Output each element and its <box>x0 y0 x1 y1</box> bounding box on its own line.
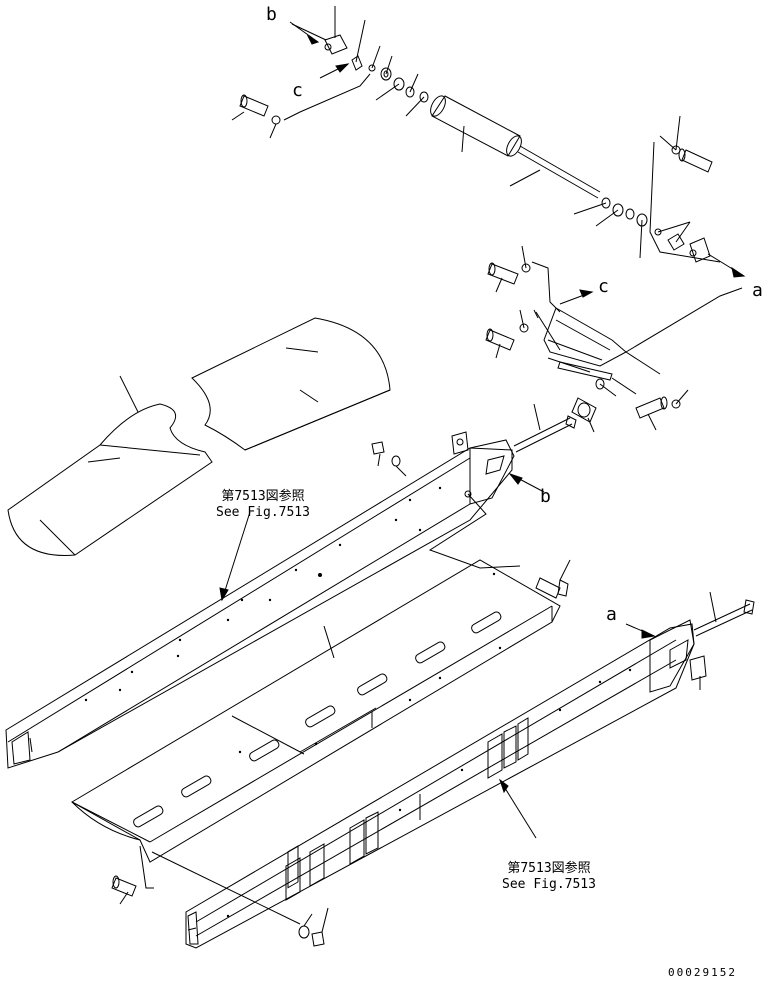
reference-upper-en: See Fig.7513 <box>216 505 310 520</box>
bracket-assembly <box>485 245 743 433</box>
roller-assembly <box>231 6 746 278</box>
callout-b-mid: b <box>540 486 551 507</box>
reference-upper-jp: 第7513図参照 <box>221 489 305 504</box>
callout-a-bottom: a <box>606 604 617 625</box>
callout-a-top: a <box>752 280 763 301</box>
callout-b-top: b <box>266 4 277 25</box>
right-side-frame <box>151 591 755 949</box>
cover-plate <box>70 559 571 905</box>
arrow-b-top <box>291 23 327 41</box>
reference-lower-en: See Fig.7513 <box>502 877 596 892</box>
conveyor-belt <box>7 317 391 556</box>
callout-c-right: c <box>598 276 609 297</box>
document-number: 00029152 <box>668 966 737 979</box>
reference-lower-jp: 第7513図参照 <box>507 861 591 876</box>
left-side-frame <box>5 403 577 769</box>
callout-c-left: c <box>292 80 303 101</box>
reference-upper: 第7513図参照 See Fig.7513 <box>208 489 318 521</box>
reference-lower: 第7513図参照 See Fig.7513 <box>494 861 604 893</box>
